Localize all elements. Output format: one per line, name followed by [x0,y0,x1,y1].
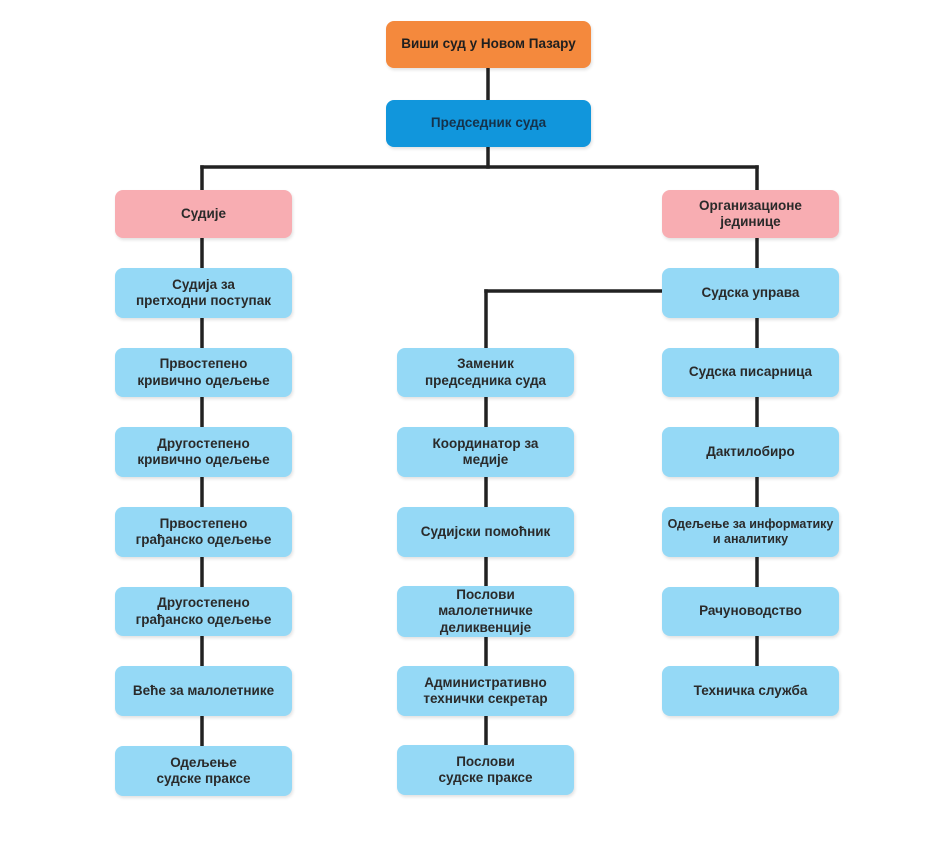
deputy-item-deputy-president: Заменик председника суда [397,348,574,397]
org-item-registry: Судска писарница [662,348,839,397]
org-item-typing-bureau: Дактилобиро [662,427,839,477]
deputy-item-admin-secretary: Административно технички секретар [397,666,574,716]
judges-item-label: Другостепено кривично одељење [137,435,270,467]
president-label: Председник суда [430,115,547,131]
judges-item-pretrial: Судија за претходни поступак [115,268,292,318]
deputy-item-label: Судијски помоћник [420,523,551,539]
deputy-item-label: Послови судске праксе [438,753,533,785]
judges-item-case-law: Одељење судске праксе [115,746,292,796]
deputy-item-judicial-assistant: Судијски помоћник [397,507,574,557]
deputy-item-label: Координатор за медије [432,435,539,467]
judges-box: Судије [115,190,292,238]
judges-item-label: Другостепено грађанско одељење [135,595,272,627]
judges-item-label: Одељење судске праксе [156,754,251,786]
president-box: Председник суда [386,100,591,147]
org-item-court-management: Судска управа [662,268,839,318]
deputy-item-label: Заменик председника суда [424,356,547,388]
judges-item-label: Веће за малолетнике [132,682,275,698]
org-item-technical-service: Техничка служба [662,666,839,716]
judges-item-label: Судија за претходни поступак [136,276,271,308]
org-item-label: Судска писарница [688,364,813,380]
org-item-label: Одељење за информатику и аналитику [667,517,834,546]
org-item-it-analytics: Одељење за информатику и аналитику [662,507,839,557]
judges-item-label: Првостепено кривично одељење [137,356,270,388]
judges-item-first-criminal: Првостепено кривично одељење [115,348,292,397]
judges-item-second-civil: Другостепено грађанско одељење [115,587,292,636]
judges-item-juvenile-council: Веће за малолетнике [115,666,292,716]
org-item-label: Техничка служба [693,682,808,698]
org-units-box: Организационе јединице [662,190,839,238]
judges-label: Судије [180,205,227,221]
deputy-item-juvenile-delinquency: Послови малолетничке деликвенције [397,586,574,637]
org-item-accounting: Рачуноводство [662,587,839,636]
org-units-label: Организационе јединице [699,197,802,229]
judges-item-label: Првостепено грађанско одељење [135,515,272,547]
judges-item-second-criminal: Другостепено кривично одељење [115,427,292,477]
court-title-box: Виши суд у Новом Пазару [386,21,591,68]
deputy-item-label: Послови малолетничке деликвенције [438,587,533,635]
judges-item-first-civil: Првостепено грађанско одељење [115,507,292,557]
org-item-label: Судска управа [701,284,800,300]
org-item-label: Дактилобиро [706,443,795,459]
deputy-item-case-law: Послови судске праксе [397,745,574,795]
deputy-item-label: Административно технички секретар [423,674,548,706]
org-item-label: Рачуноводство [699,603,802,619]
deputy-item-media-coordinator: Координатор за медије [397,427,574,477]
court-title: Виши суд у Новом Пазару [401,36,576,52]
